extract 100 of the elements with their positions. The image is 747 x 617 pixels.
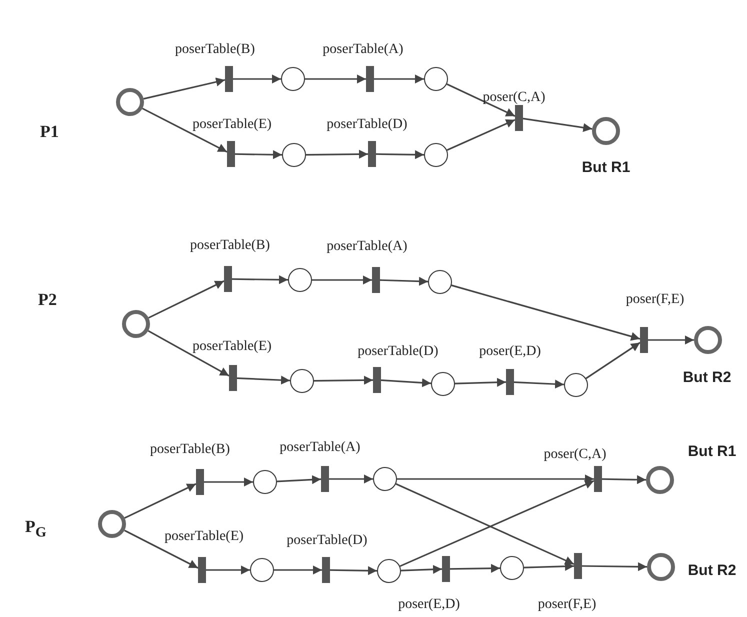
- arrow: [204, 478, 253, 486]
- arrow: [397, 474, 594, 484]
- place-circle: [250, 558, 274, 582]
- net-label: P1: [40, 122, 59, 142]
- transition-bar: [594, 466, 602, 492]
- terminal-place-circle: [592, 117, 620, 145]
- transition-label: poserTable(D): [286, 533, 368, 549]
- arrow: [396, 483, 574, 565]
- transition-label: poserTable(E): [164, 529, 244, 545]
- place-circle: [500, 556, 524, 580]
- arrow: [376, 150, 424, 160]
- transition-label: poserTable(D): [326, 117, 408, 133]
- arrow: [582, 562, 648, 572]
- transition-label: poser(E,D): [398, 597, 460, 613]
- place-circle: [253, 470, 277, 494]
- arrow: [602, 475, 646, 484]
- place-circle: [431, 372, 455, 396]
- arrow: [148, 330, 230, 376]
- terminal-place-circle: [116, 88, 144, 116]
- place-circle: [377, 559, 401, 583]
- place-circle: [564, 373, 588, 397]
- transition-bar: [372, 267, 380, 293]
- arrow: [276, 475, 322, 484]
- transition-bar: [198, 557, 206, 583]
- place-circle: [424, 67, 448, 91]
- transition-bar: [442, 556, 450, 582]
- arrow: [400, 480, 594, 567]
- arrow: [124, 483, 196, 519]
- transition-label: poserTable(B): [190, 238, 270, 254]
- arrow: [233, 74, 281, 84]
- transition-bar: [368, 141, 376, 167]
- transition-label: poserTable(B): [150, 442, 230, 458]
- arrow: [514, 380, 564, 389]
- arrow: [314, 376, 374, 385]
- transition-label: poser(C,A): [482, 90, 546, 106]
- net-label: P$_{G}$: [25, 517, 46, 542]
- transition-label: poserTable(D): [358, 344, 438, 360]
- arrow: [524, 562, 574, 571]
- arrow: [306, 150, 368, 159]
- transition-bar: [366, 66, 374, 92]
- transition-label: poserTable(A): [280, 440, 360, 456]
- arrow: [586, 342, 640, 380]
- transition-label: poser(E,D): [479, 344, 541, 360]
- arrow: [124, 530, 198, 569]
- terminal-place-circle: [122, 310, 150, 338]
- transition-bar: [225, 66, 233, 92]
- arrow: [305, 74, 366, 84]
- place-circle: [290, 369, 314, 393]
- arrow: [330, 566, 378, 576]
- arrow: [148, 280, 224, 319]
- place-circle: [288, 268, 312, 292]
- arrow: [522, 118, 592, 132]
- transition-label: poserTable(A): [326, 239, 408, 255]
- place-circle: [428, 270, 452, 294]
- transition-label: poserTable(A): [322, 42, 404, 58]
- arrow: [234, 150, 282, 160]
- arrow: [454, 378, 506, 387]
- transition-bar: [196, 469, 204, 495]
- arrow: [143, 78, 226, 100]
- transition-bar: [322, 557, 330, 583]
- transition-label: poser(F,E): [538, 597, 596, 613]
- transition-bar: [229, 365, 237, 391]
- arrow: [648, 336, 694, 344]
- arrow: [446, 119, 516, 151]
- arrow: [312, 276, 372, 284]
- arrow: [232, 275, 288, 284]
- transition-bar: [373, 367, 381, 393]
- place-circle: [281, 67, 305, 91]
- goal-label: But R1: [582, 160, 630, 176]
- place-circle: [373, 467, 397, 491]
- terminal-place-circle: [646, 466, 674, 494]
- transition-bar: [321, 466, 329, 492]
- arrow: [451, 284, 640, 341]
- transition-bar: [640, 327, 648, 353]
- arrow: [236, 376, 290, 385]
- transition-bar: [515, 105, 523, 131]
- arrow: [142, 108, 228, 153]
- transition-label: poser(F,E): [626, 292, 684, 308]
- arrow: [450, 564, 500, 573]
- transition-label: poserTable(E): [192, 117, 272, 133]
- transition-label: poserTable(E): [192, 339, 272, 355]
- transition-label: poserTable(B): [175, 42, 255, 58]
- goal-label: But R1: [688, 444, 736, 460]
- arrow: [329, 474, 373, 484]
- arrow: [374, 74, 424, 84]
- arrow: [206, 566, 250, 574]
- place-circle: [424, 143, 448, 167]
- arrow: [380, 378, 432, 388]
- transition-bar: [227, 141, 235, 167]
- net-label: P2: [38, 290, 57, 310]
- transition-label: poser(C,A): [544, 447, 606, 463]
- place-circle: [282, 143, 306, 167]
- arrow: [400, 564, 442, 574]
- transition-bar: [574, 553, 582, 579]
- terminal-place-circle: [694, 326, 722, 354]
- transition-bar: [506, 369, 514, 395]
- arrow: [446, 83, 516, 117]
- transition-bar: [224, 266, 232, 292]
- arrow: [274, 566, 322, 574]
- arrow: [380, 276, 428, 286]
